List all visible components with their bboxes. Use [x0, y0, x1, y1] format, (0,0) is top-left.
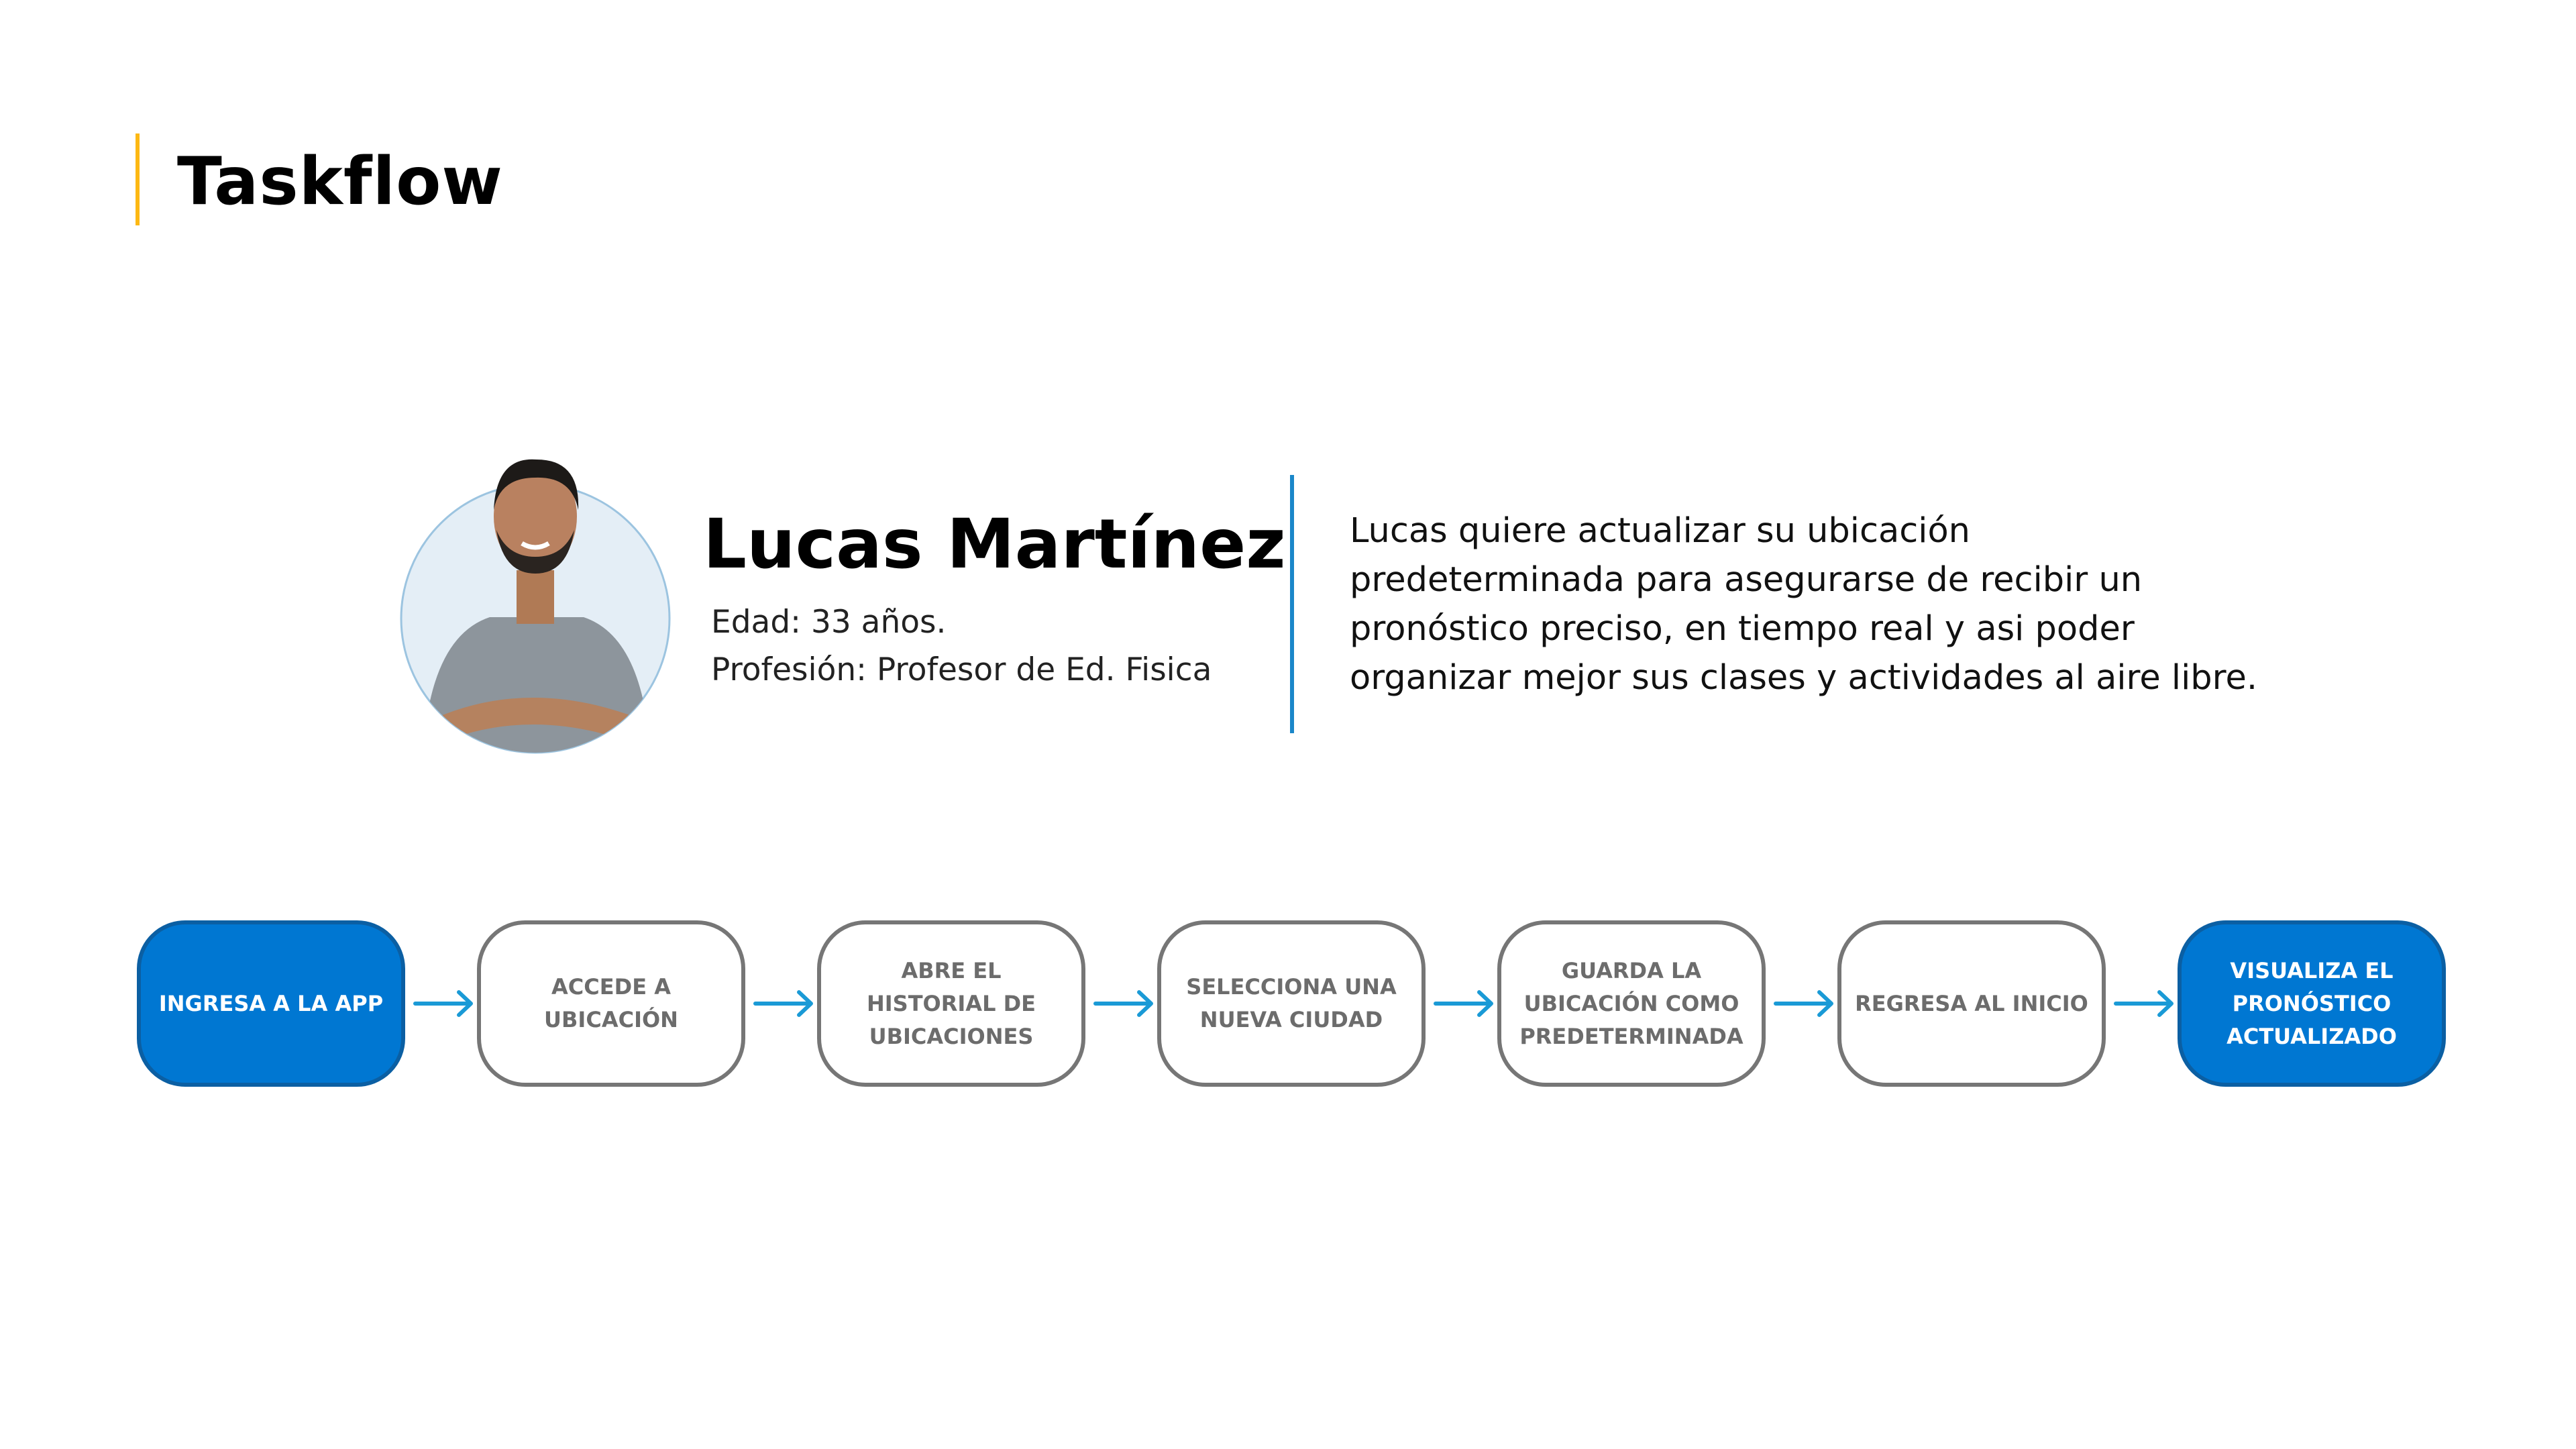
- persona-avatar: [400, 459, 671, 754]
- description-line: organizar mejor sus clases y actividades…: [1350, 658, 2258, 698]
- arrow-right-icon: [753, 990, 813, 1017]
- arrow-right-icon: [413, 990, 473, 1017]
- flow-step: ACCEDE A UBICACIÓN: [477, 920, 745, 1087]
- flow-step: INGRESA A LA APP: [137, 920, 405, 1087]
- flow-step: SELECCIONA UNA NUEVA CIUDAD: [1157, 920, 1426, 1087]
- persona-age: Edad: 33 años.: [711, 604, 947, 641]
- arrow-right-icon: [1774, 990, 1833, 1017]
- persona-description: Lucas quiere actualizar su ubicación pre…: [1350, 506, 2356, 702]
- title-accent-bar: [136, 133, 140, 225]
- description-line: predeterminada para asegurarse de recibi…: [1350, 560, 2143, 600]
- page-title: Taskflow: [177, 144, 503, 220]
- flow-step: GUARDA LA UBICACIÓN COMO PREDETERMINADA: [1497, 920, 1766, 1087]
- arrow-right-icon: [2114, 990, 2174, 1017]
- divider: [1290, 475, 1294, 733]
- arrow-right-icon: [1434, 990, 1493, 1017]
- description-line: pronóstico preciso, en tiempo real y asi…: [1350, 609, 2135, 649]
- arrow-right-icon: [1093, 990, 1153, 1017]
- description-line: Lucas quiere actualizar su ubicación: [1350, 511, 1970, 551]
- flow-step: ABRE EL HISTORIAL DE UBICACIONES: [817, 920, 1085, 1087]
- flow-step: VISUALIZA EL PRONÓSTICO ACTUALIZADO: [2178, 920, 2446, 1087]
- persona-name: Lucas Martínez: [703, 504, 1286, 584]
- persona-profession: Profesión: Profesor de Ed. Fisica: [711, 651, 1212, 688]
- flow-step: REGRESA AL INICIO: [1837, 920, 2106, 1087]
